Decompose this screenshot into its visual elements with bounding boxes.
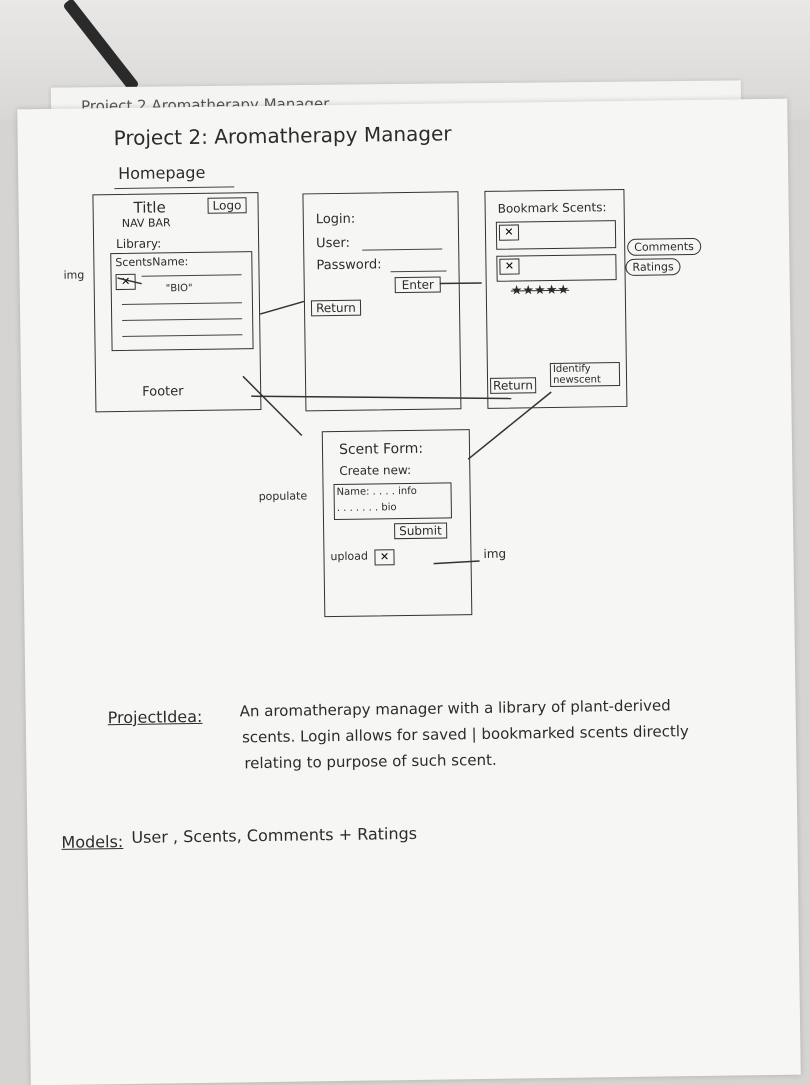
models-label: Models: (61, 832, 124, 852)
flow-arrows (117, 277, 552, 565)
idea-label: ProjectIdea: (107, 706, 203, 728)
sketch-paper: Project 2: Aromatherapy Manager Homepage… (17, 98, 801, 1085)
idea-line-3: relating to purpose of such scent. (244, 750, 497, 773)
idea-line-2: scents. Login allows for saved | bookmar… (241, 722, 689, 747)
models-text: User , Scents, Comments + Ratings (131, 823, 418, 847)
